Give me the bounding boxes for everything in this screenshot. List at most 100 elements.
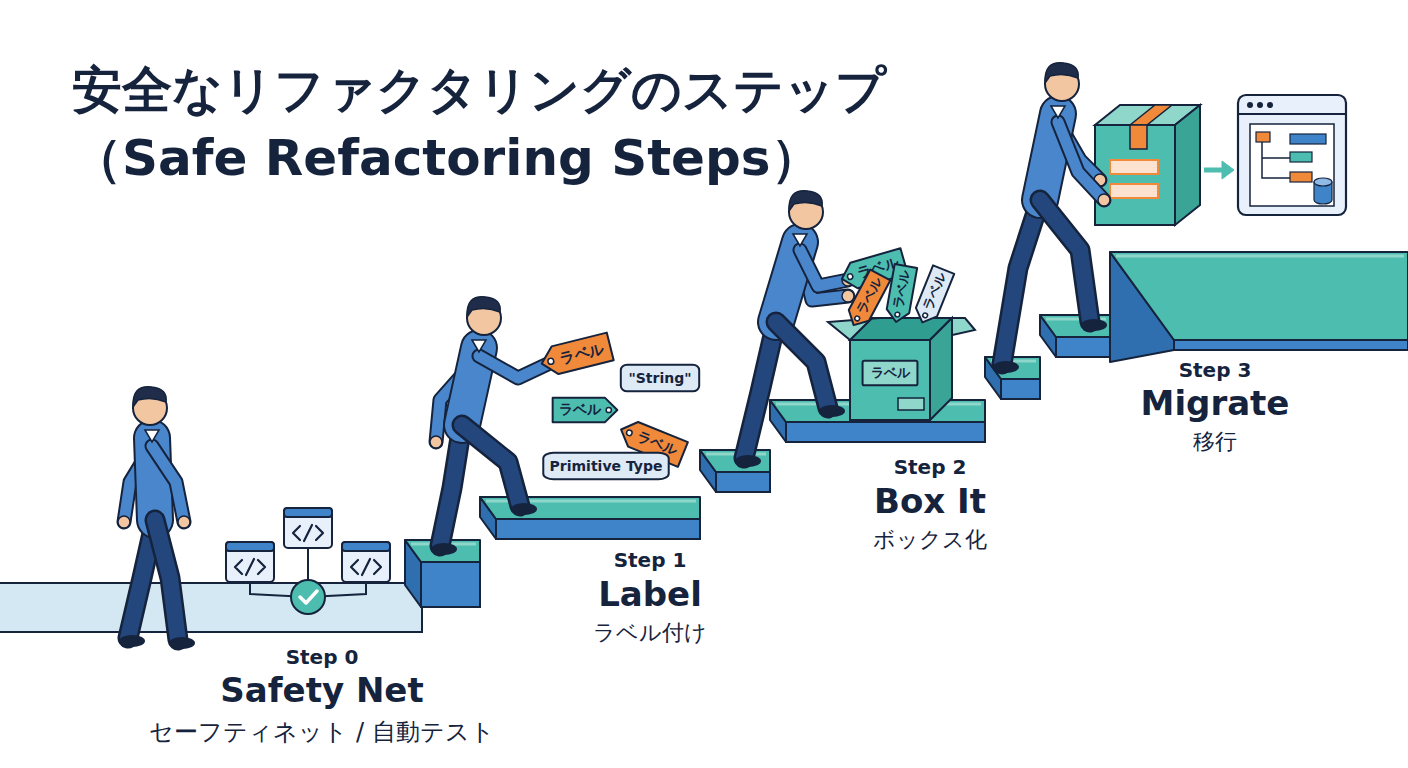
- window-bar: [1238, 113, 1346, 115]
- tree-node: [1290, 134, 1326, 144]
- tag-hole: [895, 312, 901, 317]
- hair: [133, 387, 166, 407]
- person-figure: [735, 191, 854, 467]
- tree-node: [1290, 172, 1312, 182]
- label-tag: ラベル: [537, 332, 614, 379]
- safety-net-icon: [226, 508, 390, 614]
- leg: [1040, 200, 1090, 322]
- tag-hole: [547, 358, 554, 365]
- arm: [152, 446, 184, 522]
- shoe: [1081, 319, 1107, 331]
- window-bar: [284, 508, 332, 517]
- chip-shape: [621, 365, 699, 392]
- window-bar: [226, 542, 274, 551]
- arm-outline: [152, 446, 184, 522]
- leg: [776, 322, 828, 408]
- closed-box: [1095, 105, 1234, 225]
- box-tape: [1130, 125, 1147, 149]
- stair-front: [496, 519, 700, 539]
- step-subtitle: ボックス化: [873, 525, 987, 555]
- step-number: Step 3: [1179, 358, 1252, 382]
- database-top: [1314, 178, 1332, 186]
- tag-shape: [538, 333, 613, 378]
- stair-front: [1001, 379, 1040, 399]
- target-system-window: [1238, 95, 1346, 215]
- code-symbol: [293, 525, 323, 541]
- code-symbol: [351, 559, 381, 575]
- window-bar: [342, 542, 390, 551]
- box-tape: [1130, 105, 1172, 125]
- leg: [744, 322, 776, 458]
- label-tag: ラベル: [552, 397, 618, 423]
- box-sticker: [898, 398, 924, 410]
- leg-outline: [1002, 200, 1040, 364]
- collar: [793, 234, 807, 246]
- open-box: [828, 318, 975, 420]
- arm: [800, 250, 848, 286]
- shoe: [511, 503, 537, 515]
- box-sticker: [1110, 184, 1158, 198]
- ground-path: [0, 583, 422, 632]
- chip-shape: [863, 361, 918, 386]
- hair: [467, 297, 500, 317]
- window-dot: [1257, 102, 1263, 108]
- tag-hole: [847, 273, 854, 280]
- box-front: [850, 340, 930, 420]
- shoe: [735, 455, 761, 467]
- code-window: [226, 542, 274, 582]
- leg: [155, 520, 178, 640]
- type-chip: Primitive Type: [542, 452, 670, 480]
- type-chip: "String": [620, 364, 700, 392]
- hand: [1098, 194, 1110, 206]
- check-circle: [291, 580, 325, 614]
- arrow-head: [1222, 161, 1234, 179]
- box-front: [1095, 125, 1175, 225]
- step-subtitle: 移行: [1193, 427, 1237, 457]
- step-subtitle: ラベル付け: [593, 618, 707, 648]
- check-mark: [300, 591, 317, 603]
- step-number: Step 2: [894, 455, 967, 479]
- step-name: Box It: [874, 481, 986, 521]
- step-name: Safety Net: [220, 670, 423, 710]
- window-dot: [1247, 102, 1253, 108]
- hair: [789, 191, 822, 211]
- hand: [430, 436, 442, 448]
- person-figure: [993, 63, 1110, 373]
- leg-outline: [155, 520, 178, 640]
- hand: [118, 516, 130, 528]
- window-pane: [1250, 124, 1334, 206]
- tag-text: ラベル: [862, 360, 918, 386]
- leg-outline: [462, 425, 520, 506]
- tag-text: "String": [620, 364, 700, 392]
- box-sticker: [1110, 160, 1158, 174]
- step-name: Migrate: [1141, 383, 1290, 423]
- stair-front: [716, 472, 770, 492]
- migrate-arrow: [1204, 168, 1224, 173]
- box-label-plate: ラベル: [862, 360, 918, 386]
- tag-shape: [844, 270, 891, 331]
- arm: [800, 250, 848, 300]
- step-subtitle: セーフティネット / 自動テスト: [149, 716, 494, 748]
- leg-outline: [1040, 200, 1090, 322]
- staircase: [405, 252, 1408, 607]
- code-window: [284, 508, 332, 548]
- tag-shape: [912, 265, 954, 326]
- tag-shape: [553, 398, 618, 423]
- hair: [1045, 63, 1078, 83]
- stair-front: [1056, 337, 1110, 357]
- hand: [178, 516, 190, 528]
- hand: [842, 290, 854, 302]
- tag-hole: [626, 429, 633, 436]
- tree-node: [1256, 132, 1270, 142]
- tree-node: [1290, 152, 1312, 162]
- box-side: [930, 318, 952, 420]
- arm-outline: [1058, 122, 1104, 200]
- shoe: [819, 405, 845, 417]
- tag-hole: [606, 407, 611, 412]
- stair-top: [1110, 252, 1408, 340]
- arm-outline: [800, 250, 848, 286]
- leg: [1002, 200, 1040, 364]
- stair-front: [786, 422, 985, 442]
- arm: [479, 356, 552, 378]
